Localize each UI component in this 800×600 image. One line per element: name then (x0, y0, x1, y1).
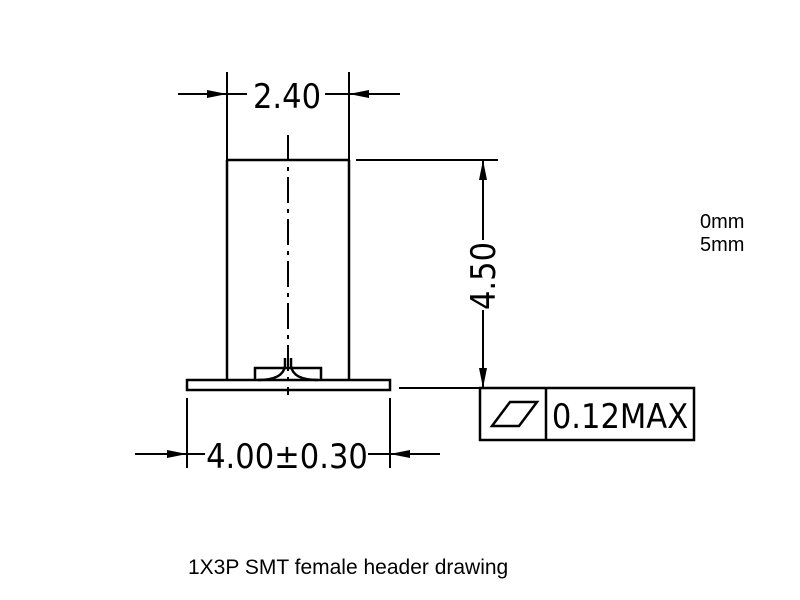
note-line-2: 5mm (700, 234, 744, 256)
tolerance-frame: 0.12MAX (478, 386, 696, 442)
smt-base (185, 358, 392, 392)
cropped-notes: 0mm 5mm (700, 211, 744, 256)
dimension-top-width: 2.40 (178, 72, 400, 160)
tolerance-value: 0.12MAX (552, 397, 688, 437)
dimension-base-width-label: 4.00±0.30 (206, 437, 368, 477)
dimension-height: 4.50 (356, 159, 695, 389)
dimension-base-width: 4.00±0.30 (135, 398, 440, 477)
dimension-top-width-label: 2.40 (253, 77, 321, 117)
flatness-icon (489, 400, 540, 428)
note-line-1: 0mm (700, 211, 744, 233)
drawing-caption: 1X3P SMT female header drawing (188, 556, 509, 579)
dimension-height-label: 4.50 (464, 242, 504, 310)
